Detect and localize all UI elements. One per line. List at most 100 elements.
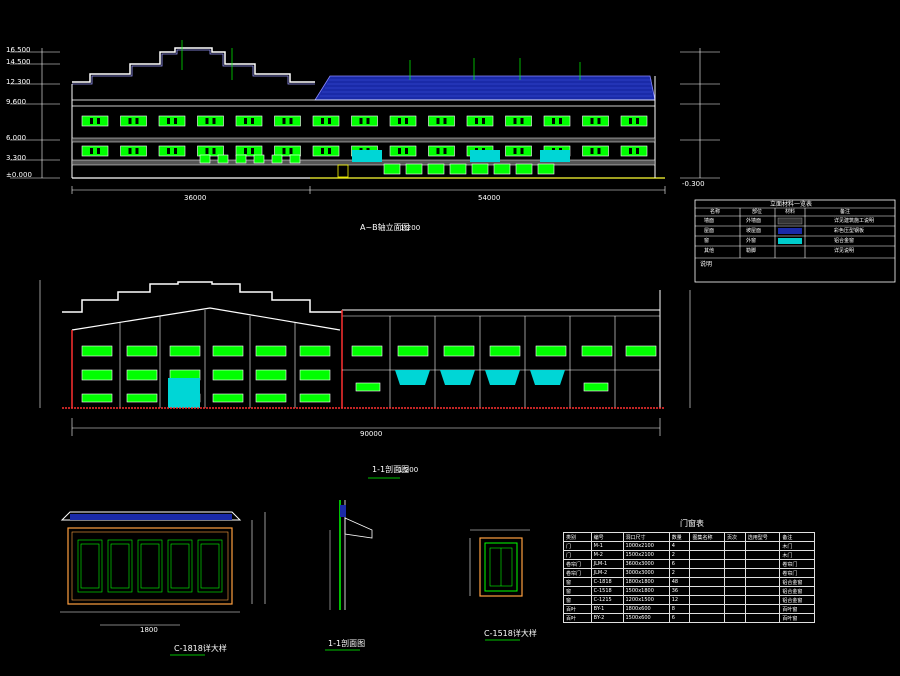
window-pane (505, 115, 532, 127)
window-pane (321, 148, 324, 154)
table-header: 页次 (724, 532, 746, 542)
legend-header: 部位 (752, 209, 763, 215)
window-pane (629, 148, 632, 154)
table-cell: 4 (668, 541, 691, 551)
window-pane (428, 145, 455, 157)
legend-cell: 详见说明 (834, 248, 855, 254)
window-pane (515, 163, 533, 175)
window-pane (359, 118, 363, 124)
window-pane (235, 115, 263, 127)
window-pane (200, 543, 220, 589)
window-pane (625, 345, 657, 357)
window-pane (405, 163, 423, 175)
window-pane (397, 345, 429, 357)
window-pane (282, 118, 286, 124)
table-cell: 12 (668, 595, 691, 605)
table-cell (744, 550, 781, 560)
table-cell (689, 586, 726, 596)
window-pane (428, 115, 455, 127)
table-cell: 卷帘门 (779, 559, 815, 569)
table-cell: 1800x600 (622, 604, 670, 614)
table-cell (744, 577, 781, 587)
window-pane (493, 163, 511, 175)
table-cell (744, 568, 781, 578)
window-pane (205, 148, 209, 154)
window-pane (77, 539, 103, 593)
window-pane (535, 345, 567, 357)
level-mark: 12.300 (6, 78, 31, 86)
legend-note-label: 说明 (700, 261, 713, 268)
window-pane (271, 154, 283, 164)
legend-cell: 墙面 (704, 218, 715, 224)
level-mark: -0.300 (682, 180, 705, 188)
window-pane (274, 115, 301, 127)
window-pane (552, 118, 555, 124)
table-cell: 48 (668, 577, 691, 587)
level-mark: 6.000 (6, 134, 27, 142)
wall-section-title: 1-1剖面图 (328, 639, 366, 648)
dim-label: 90000 (360, 430, 383, 438)
table-cell: 窗 (563, 586, 592, 596)
door-table-title: 门窗表 (680, 519, 704, 528)
window-pane (513, 118, 517, 124)
window-pane (312, 115, 340, 127)
table-header: 类别 (563, 532, 592, 542)
window-pane (537, 163, 555, 175)
window-pane (328, 148, 331, 154)
window-pane (620, 115, 648, 127)
window-pane (212, 148, 216, 154)
window-pane (90, 118, 93, 124)
window-detail-left-title: C-1818详大样 (174, 644, 227, 653)
table-cell (689, 559, 726, 569)
window-pane (244, 118, 247, 124)
window-pane (443, 345, 475, 357)
window-pane (436, 148, 440, 154)
window-pane (81, 369, 113, 381)
dim-label: 54000 (478, 194, 501, 202)
wall-section (325, 500, 373, 651)
window-pane (443, 118, 447, 124)
table-cell: 1500x2100 (622, 550, 670, 560)
table-cell: 木门 (779, 541, 815, 551)
window-pane (140, 543, 160, 589)
table-cell (689, 613, 726, 623)
legend-cell: 铝合金窗 (834, 238, 855, 244)
window-pane (197, 145, 224, 157)
window-pane (583, 382, 609, 392)
table-cell: 百叶窗 (779, 613, 815, 623)
window-pane (255, 345, 287, 357)
window-pane (289, 148, 293, 154)
legend-cell: 勒脚 (746, 248, 757, 254)
window-pane (251, 118, 254, 124)
window-pane (582, 115, 609, 127)
legend-cell: 坡屋面 (746, 228, 762, 234)
window-pane (636, 118, 639, 124)
window-pane (597, 148, 601, 154)
table-cell: JLM-1 (590, 559, 624, 569)
table-cell: 2 (668, 568, 691, 578)
table-cell: 百叶 (563, 604, 592, 614)
table-cell (724, 577, 746, 587)
window-pane (629, 118, 632, 124)
table-cell: 门 (563, 541, 592, 551)
window-pane (135, 118, 139, 124)
material-legend (694, 199, 896, 283)
window-detail-c1518 (469, 529, 530, 641)
table-cell: 铝合金窗 (779, 595, 815, 605)
table-cell (689, 577, 726, 587)
window-pane (543, 115, 571, 127)
table-cell: 1800x1800 (622, 577, 670, 587)
window-pane (389, 115, 417, 127)
window-detail-right-title: C-1518详大样 (484, 629, 537, 638)
window-pane (559, 118, 562, 124)
